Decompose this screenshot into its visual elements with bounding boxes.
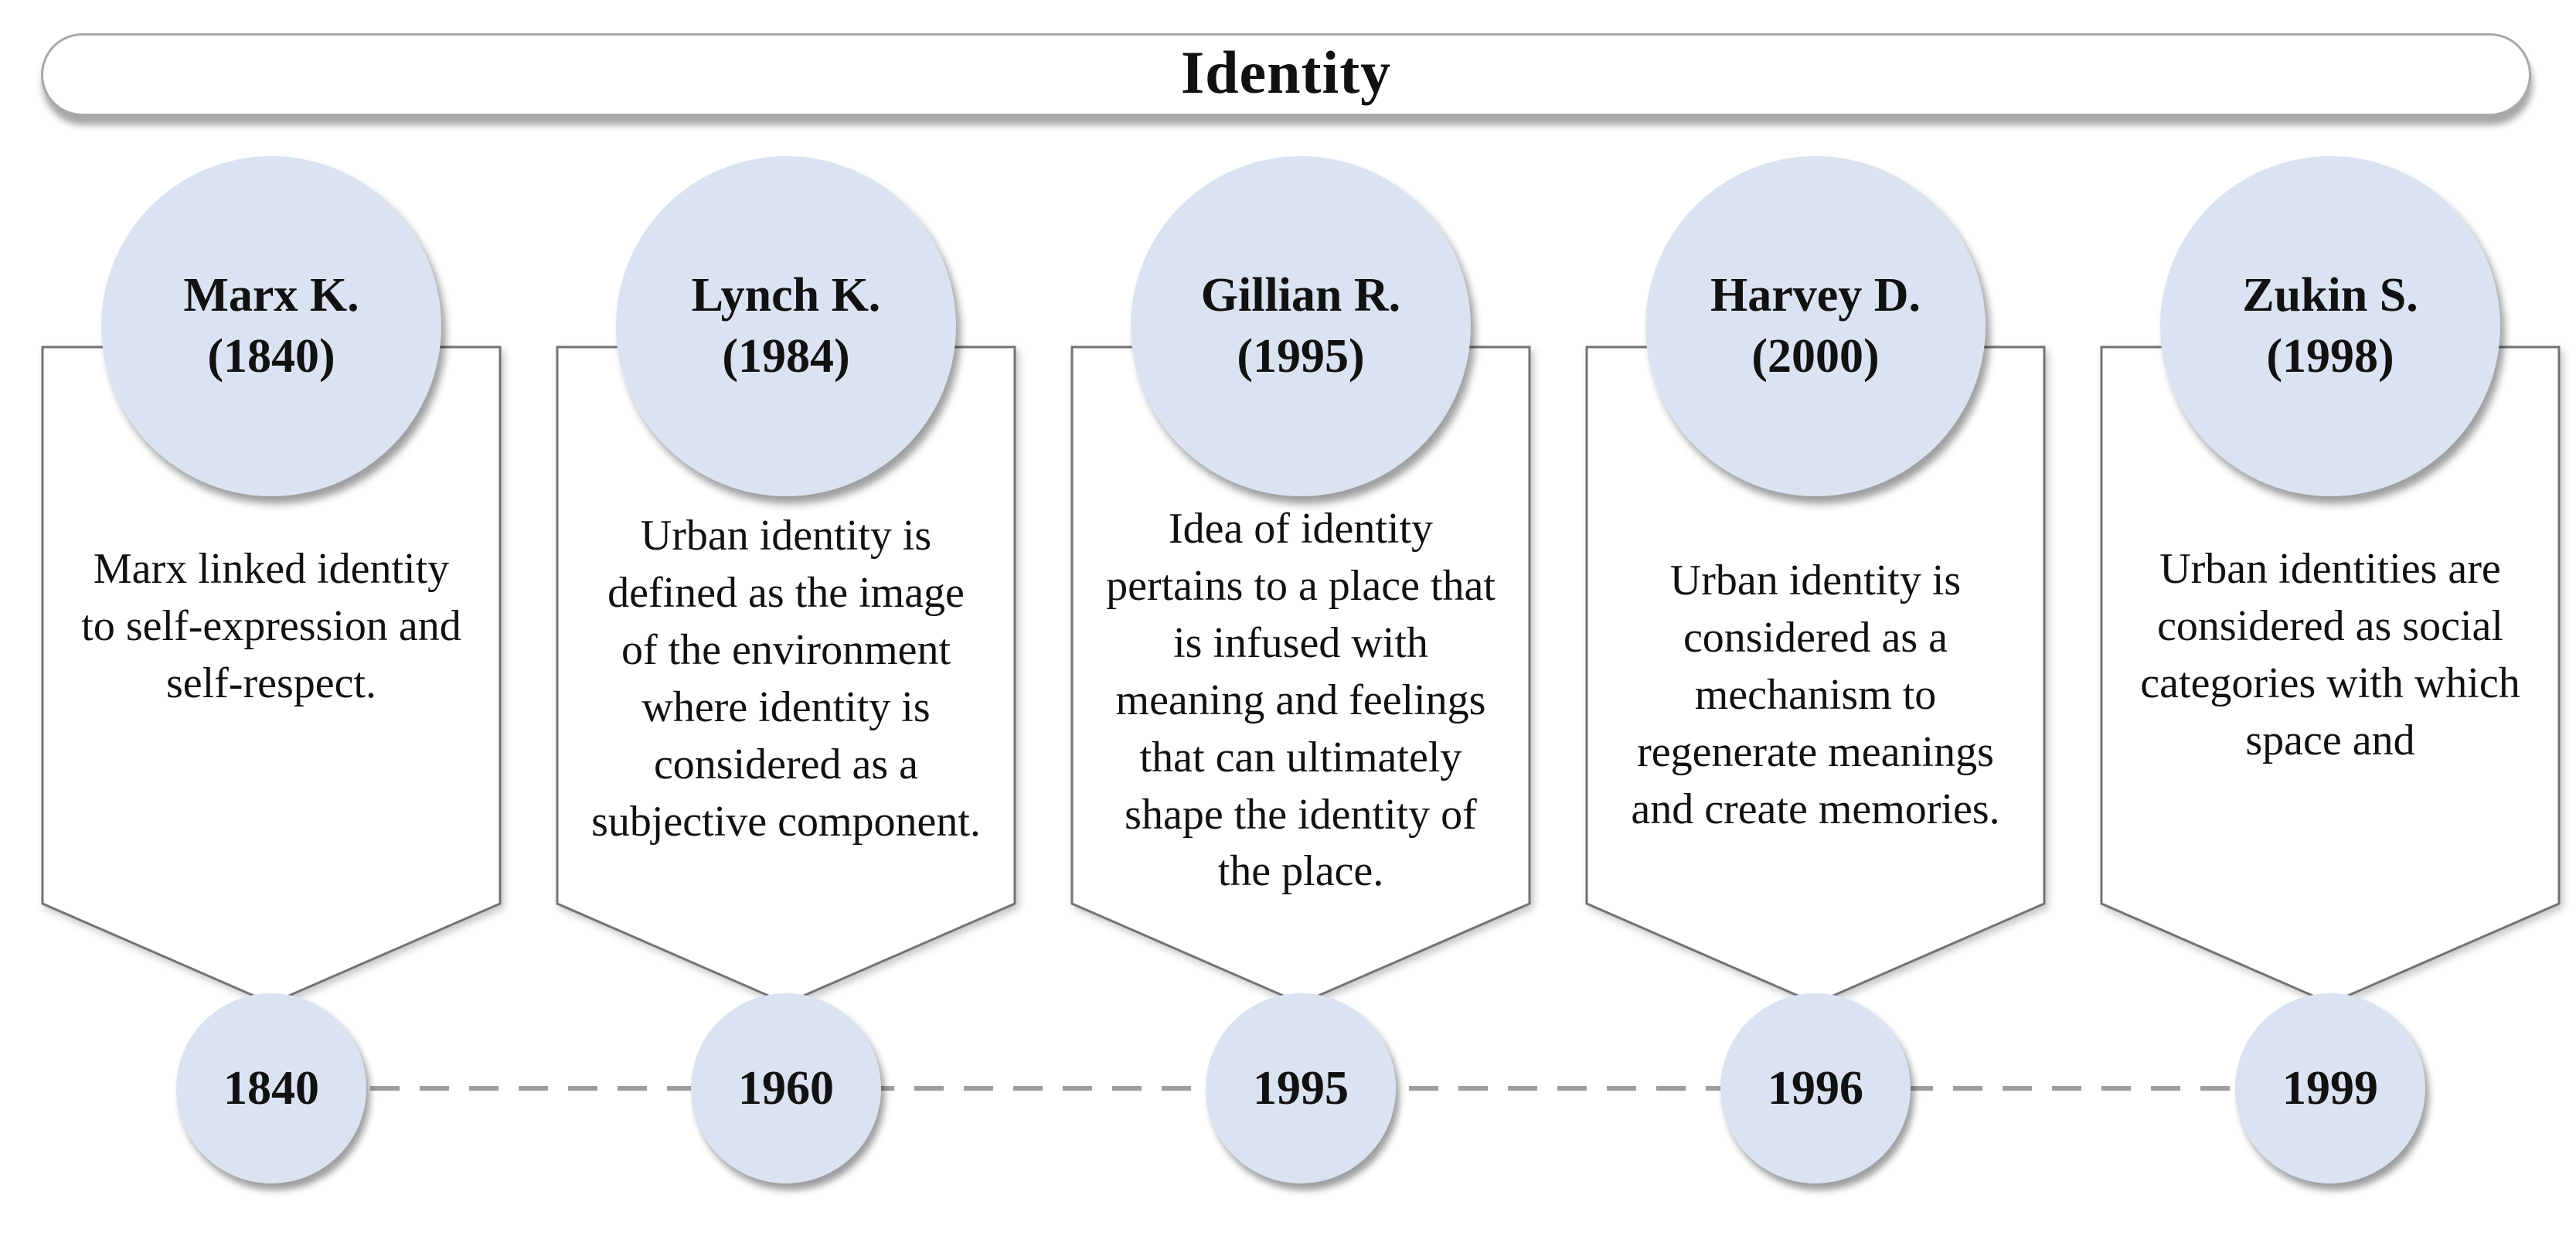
author-description: Urban identities are considered as socia… <box>2140 545 2520 764</box>
timeline-column-harvey: Urban identity is considered as a mechan… <box>1558 0 2073 1236</box>
author-name: Harvey D. <box>1710 268 1921 322</box>
author-name: Zukin S. <box>2242 268 2418 322</box>
author-circle: Gillian R. (1995) <box>1131 156 1471 496</box>
timeline-year-circle: 1999 <box>2235 993 2425 1183</box>
author-description: Urban identity is defined as the image o… <box>591 512 981 846</box>
timeline-year: 1960 <box>738 1061 834 1115</box>
author-circle: Marx K. (1840) <box>101 156 441 496</box>
timeline-year-circle: 1995 <box>1206 993 1396 1183</box>
author-cited-year: (1840) <box>207 330 335 383</box>
author-circle: Harvey D. (2000) <box>1645 156 1986 496</box>
timeline-column-gillian: Idea of identity pertains to a place tha… <box>1043 0 1558 1236</box>
author-cited-year: (1984) <box>722 330 850 383</box>
timeline-year: 1996 <box>1768 1061 1863 1115</box>
timeline-year: 1995 <box>1253 1061 1349 1115</box>
author-circle: Zukin S. (1998) <box>2160 156 2500 496</box>
author-cited-year: (1995) <box>1237 330 1365 383</box>
timeline-year: 1840 <box>223 1061 319 1115</box>
author-name: Marx K. <box>183 268 359 322</box>
diagram-title: Identity <box>1180 38 1392 106</box>
timeline-year-circle: 1996 <box>1720 993 1911 1183</box>
timeline-year-circle: 1840 <box>176 993 366 1183</box>
timeline-column-lynch: Urban identity is defined as the image o… <box>529 0 1043 1236</box>
timeline-year: 1999 <box>2282 1061 2378 1115</box>
author-name: Lynch K. <box>691 268 881 322</box>
author-name: Gillian R. <box>1200 268 1401 322</box>
title-banner: Identity <box>41 33 2531 116</box>
author-description: Idea of identity pertains to a place tha… <box>1106 505 1496 896</box>
author-cited-year: (1998) <box>2266 330 2394 383</box>
timeline-year-circle: 1960 <box>691 993 881 1183</box>
timeline-column-marx: Marx linked identity to self-expression … <box>14 0 529 1236</box>
author-description: Urban identity is considered as a mechan… <box>1631 557 2000 833</box>
author-cited-year: (2000) <box>1751 330 1880 383</box>
author-circle: Lynch K. (1984) <box>616 156 956 496</box>
timeline-column-zukin: Urban identities are considered as socia… <box>2073 0 2576 1236</box>
author-description: Marx linked identity to self-expression … <box>81 545 461 707</box>
